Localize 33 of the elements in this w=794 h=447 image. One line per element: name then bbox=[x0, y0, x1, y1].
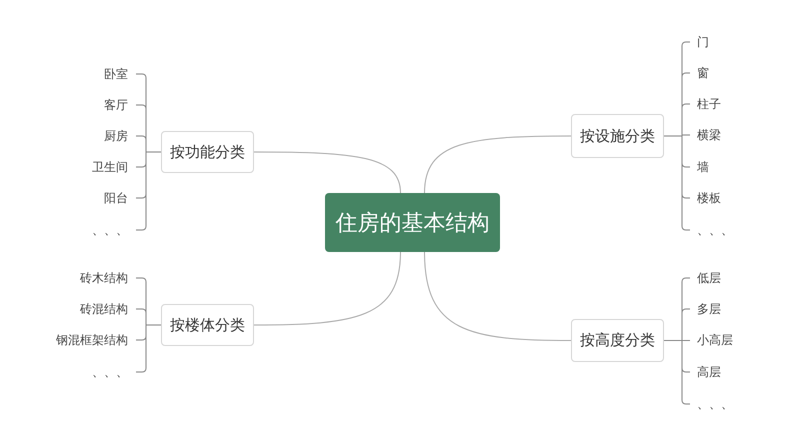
subtopic-label: 小高层 bbox=[697, 332, 733, 348]
central-topic-box: 住房的基本结构 bbox=[325, 193, 500, 252]
subtopic-label: 、、、 bbox=[92, 364, 128, 380]
subtopic-label: 厨房 bbox=[104, 128, 128, 144]
subtopic-label: 横梁 bbox=[697, 127, 721, 143]
subtopic-label: 卧室 bbox=[104, 66, 128, 82]
subtopic-label: 阳台 bbox=[104, 190, 128, 206]
subtopic-label: 砖木结构 bbox=[80, 270, 128, 286]
subtopic-label: 、、、 bbox=[92, 222, 128, 238]
connector-line bbox=[424, 136, 572, 194]
topic-box: 按设施分类 bbox=[571, 114, 664, 158]
subtopic-label: 柱子 bbox=[697, 96, 721, 112]
connector-line bbox=[664, 136, 690, 230]
subtopic-label: 、、、 bbox=[697, 222, 733, 238]
connector-line bbox=[424, 252, 572, 341]
connector-line bbox=[254, 252, 401, 326]
subtopic-label: 卫生间 bbox=[92, 159, 128, 175]
subtopic-label: 多层 bbox=[697, 301, 721, 317]
subtopic-label: 墙 bbox=[697, 159, 709, 175]
connector-line bbox=[254, 152, 401, 194]
subtopic-label: 楼板 bbox=[697, 190, 721, 206]
subtopic-label: 窗 bbox=[697, 65, 709, 81]
topic-box: 按功能分类 bbox=[161, 131, 254, 173]
subtopic-label: 钢混框架结构 bbox=[56, 332, 128, 348]
topic-box: 按高度分类 bbox=[571, 319, 664, 362]
subtopic-label: 客厅 bbox=[104, 97, 128, 113]
subtopic-label: 砖混结构 bbox=[80, 301, 128, 317]
topic-box: 按楼体分类 bbox=[161, 304, 254, 346]
connector-line bbox=[136, 324, 162, 372]
subtopic-label: 高层 bbox=[697, 364, 721, 380]
subtopic-label: 低层 bbox=[697, 270, 721, 286]
subtopic-label: 、、、 bbox=[697, 396, 733, 412]
subtopic-label: 门 bbox=[697, 34, 709, 50]
